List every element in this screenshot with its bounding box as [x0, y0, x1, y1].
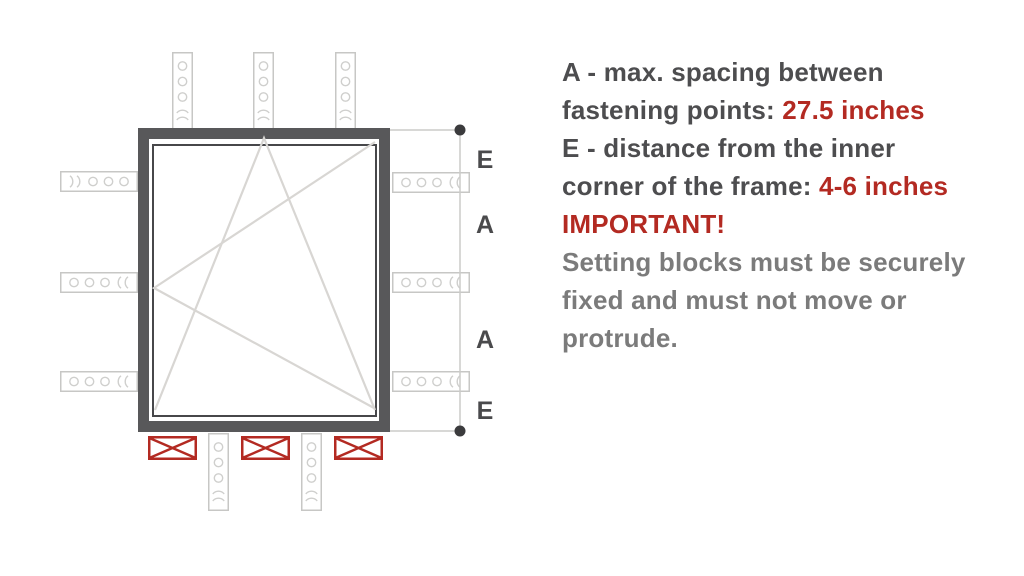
mounting-strap-top-1	[172, 52, 193, 130]
mounting-strap-top-2	[253, 52, 274, 130]
important-body-line1: Setting blocks must be securely	[562, 247, 966, 277]
dimension-dot-bottom	[454, 425, 466, 437]
setting-block-2	[241, 436, 290, 460]
spec-a-line2-prefix: fastening points:	[562, 95, 783, 125]
important-body-line3: protrude.	[562, 323, 678, 353]
spec-e: E - distance from the inner corner of th…	[562, 129, 1007, 205]
setting-block-3	[334, 436, 383, 460]
spec-a-line1: A - max. spacing between	[562, 57, 884, 87]
dim-label-a-upper: A	[475, 211, 495, 239]
spec-e-line1: E - distance from the inner	[562, 133, 896, 163]
dim-label-e-bottom: E	[476, 397, 494, 425]
spec-e-line2: corner of the frame: 4-6 inches	[562, 167, 1007, 205]
mounting-strap-left-1	[60, 171, 138, 192]
mounting-strap-bottom-1	[208, 433, 229, 511]
mounting-strap-left-2	[60, 272, 138, 293]
window-frame	[138, 128, 390, 432]
spec-a-line2: fastening points: 27.5 inches	[562, 91, 1007, 129]
mounting-strap-right-2	[392, 272, 470, 293]
mounting-strap-right-3	[392, 371, 470, 392]
dim-label-e-top: E	[476, 146, 494, 174]
tilt-symbol	[153, 135, 377, 411]
mounting-strap-bottom-2	[301, 433, 322, 511]
turn-symbol	[151, 141, 376, 409]
spec-a: A - max. spacing between fastening point…	[562, 53, 1007, 129]
dimension-dot-top	[454, 124, 466, 136]
mounting-strap-top-3	[335, 52, 356, 130]
spec-e-value: 4-6 inches	[819, 171, 949, 201]
dim-label-a-lower: A	[475, 326, 495, 354]
mounting-strap-right-1	[392, 172, 470, 193]
setting-block-1	[148, 436, 197, 460]
info-panel: A - max. spacing between fastening point…	[562, 53, 1007, 357]
window-sash	[152, 144, 377, 417]
important-title: IMPORTANT!	[562, 209, 726, 239]
spec-a-value: 27.5 inches	[782, 95, 925, 125]
important-body: Setting blocks must be securely fixed an…	[562, 243, 1007, 357]
important-body-line2: fixed and must not move or	[562, 285, 907, 315]
mounting-strap-left-3	[60, 371, 138, 392]
spec-e-line2-prefix: corner of the frame:	[562, 171, 820, 201]
